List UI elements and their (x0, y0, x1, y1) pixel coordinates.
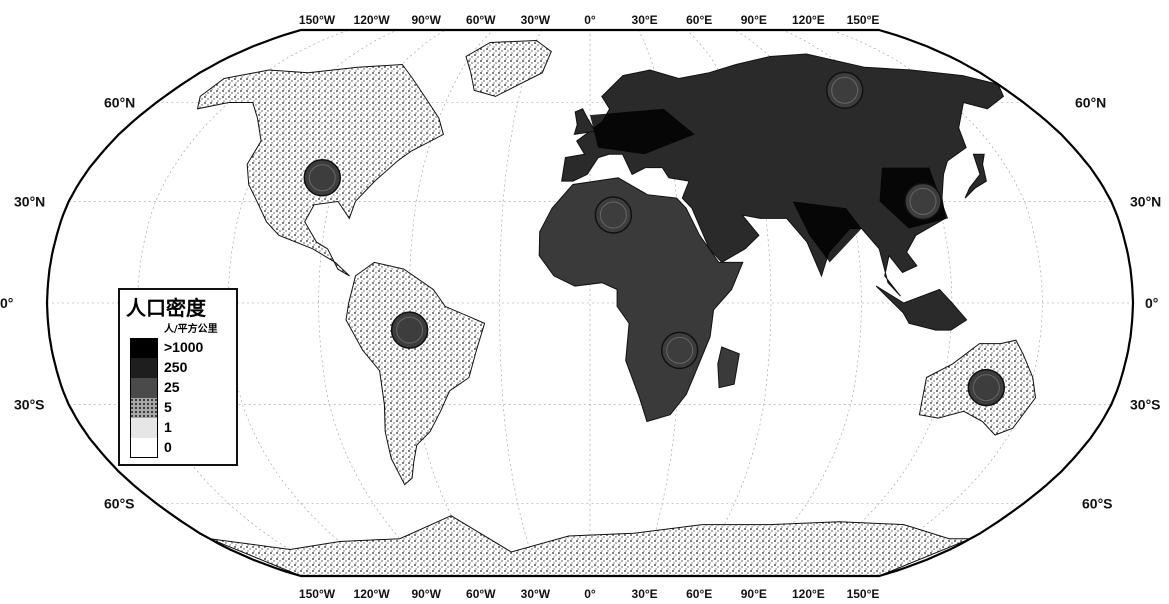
legend-swatch (130, 418, 158, 438)
legend-unit: 人/平方公里 (164, 324, 218, 335)
legend: 人口密度 人/平方公里 >1000 250 25 5 1 0 (118, 288, 238, 466)
marker-ring (308, 164, 336, 192)
lon-label: 60°E (686, 587, 712, 601)
lon-label: 60°E (686, 13, 712, 27)
legend-class-label: 1 (164, 419, 172, 435)
lon-label: 90°W (411, 587, 441, 601)
longitude-labels-bottom: 150°W 120°W 90°W 60°W 30°W 0° 30°E 60°E 90°E 120°… (299, 587, 879, 601)
land-indonesia (875, 285, 968, 331)
lon-label: 120°E (792, 13, 825, 27)
land-greenland (465, 39, 552, 97)
lon-label: 60°W (466, 587, 496, 601)
lon-label: 90°E (741, 587, 767, 601)
lat-label-right: 0° (1145, 295, 1158, 311)
lon-label: 120°E (792, 587, 825, 601)
lat-label-right: 30°S (1130, 397, 1161, 413)
legend-class-label: 250 (164, 359, 188, 375)
land-south-america (345, 261, 486, 486)
lon-label: 150°E (847, 587, 880, 601)
globe-outline (45, 28, 1135, 578)
land-madagascar (717, 346, 740, 389)
lon-label: 0° (584, 587, 596, 601)
longitude-labels-top: 150°W 120°W 90°W 60°W 30°W 0° 30°E 60°E 90°E 120°… (299, 13, 879, 27)
legend-class-label: 25 (164, 379, 180, 395)
legend-swatch-frame (130, 338, 158, 458)
land-japan (964, 153, 987, 199)
lon-label: 150°W (299, 587, 336, 601)
lon-label: 120°W (354, 13, 391, 27)
lat-label-right: 30°N (1130, 193, 1161, 209)
marker-ring (972, 374, 1000, 402)
legend-class-label: 5 (164, 399, 172, 415)
legend-class-label: 0 (164, 439, 172, 455)
legend-swatch (130, 398, 158, 418)
lon-label: 120°W (354, 587, 391, 601)
lon-label: 30°E (632, 587, 658, 601)
lat-label-left: 0° (0, 295, 13, 311)
marker-ring (396, 316, 424, 344)
legend-swatch (130, 358, 158, 378)
lon-label: 0° (584, 13, 596, 27)
legend-swatch (130, 378, 158, 398)
lat-label-right: 60°N (1075, 95, 1106, 111)
lon-label: 150°W (299, 13, 336, 27)
land-antarctica (209, 515, 971, 576)
legend-swatch (130, 338, 158, 358)
dense-population-area (590, 108, 695, 155)
land-europe-asia (561, 53, 1005, 297)
lon-label: 30°E (632, 13, 658, 27)
lat-label-left: 30°N (14, 193, 45, 209)
marker-ring (909, 187, 937, 215)
lon-label: 60°W (466, 13, 496, 27)
lat-label-left: 60°S (104, 496, 135, 512)
lat-label-right: 60°S (1082, 496, 1113, 512)
marker-ring (831, 76, 859, 104)
legend-swatch (130, 438, 158, 458)
legend-class-label: >1000 (164, 339, 204, 355)
lat-label-left: 30°S (14, 397, 45, 413)
latitude-labels-right: 60°N 30°N 0° 30°S 60°S (1075, 95, 1161, 512)
dense-population-area (792, 201, 862, 263)
marker-ring (599, 201, 627, 229)
latitude-labels-left: 60°N 30°N 0° 30°S 60°S (0, 95, 135, 512)
marker-ring (666, 336, 694, 364)
lon-label: 90°E (741, 13, 767, 27)
lon-label: 90°W (411, 13, 441, 27)
lon-label: 30°W (521, 587, 551, 601)
population-markers (303, 71, 1006, 407)
lon-label: 150°E (847, 13, 880, 27)
legend-title: 人口密度 (126, 296, 206, 320)
lon-label: 30°W (521, 13, 551, 27)
lat-label-left: 60°N (104, 95, 135, 111)
